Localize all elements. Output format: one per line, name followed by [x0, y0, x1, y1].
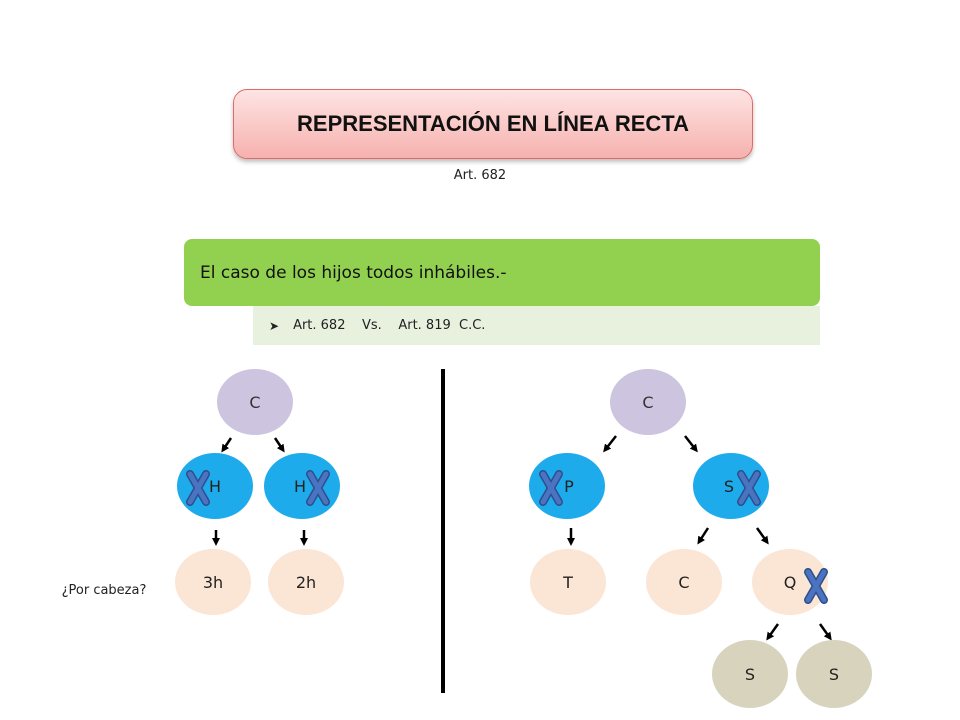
right-root-label: C	[642, 393, 653, 412]
cross-icon	[306, 470, 330, 506]
left-child-2-node: H	[264, 453, 340, 519]
title-banner: REPRESENTACIÓN EN LÍNEA RECTA	[233, 89, 753, 159]
right-child-p-label: P	[564, 477, 574, 496]
right-gg-2-node: S	[796, 640, 872, 708]
cross-icon	[539, 470, 563, 506]
case-bullet-box: ➤ Art. 682 Vs. Art. 819 C.C.	[253, 306, 820, 345]
right-gg-1-label: S	[745, 665, 755, 684]
right-gg-1-node: S	[712, 640, 788, 708]
question-label: ¿Por cabeza?	[62, 583, 147, 598]
case-heading: El caso de los hijos todos inhábiles.-	[200, 262, 507, 283]
case-bullet: Art. 682 Vs. Art. 819 C.C.	[293, 318, 486, 333]
right-gg-2-label: S	[829, 665, 839, 684]
right-desc-c-label: C	[678, 573, 689, 592]
right-desc-q-node: Q	[752, 549, 828, 615]
cross-icon	[737, 470, 761, 506]
left-desc-2-node: 2h	[268, 549, 344, 615]
arrow-root-child-2	[273, 437, 285, 453]
right-desc-t-node: T	[530, 549, 606, 615]
arrow-s-c	[697, 527, 710, 545]
arrow-root-child-s	[684, 435, 698, 453]
arrow-q-s1	[766, 623, 780, 641]
left-root-node: C	[217, 369, 293, 435]
left-child-1-label: H	[209, 477, 221, 496]
arrow-root-child-1	[221, 437, 233, 453]
right-desc-c-node: C	[646, 549, 722, 615]
right-child-s-label: S	[724, 477, 734, 496]
arrow-bullet-icon: ➤	[269, 318, 280, 333]
left-desc-1-node: 3h	[175, 549, 251, 615]
right-desc-t-label: T	[562, 573, 573, 592]
cross-icon	[804, 568, 828, 604]
title-text: REPRESENTACIÓN EN LÍNEA RECTA	[297, 111, 689, 136]
arrow-s-q	[755, 527, 769, 545]
left-child-2-label: H	[294, 477, 306, 496]
right-desc-q-label: Q	[784, 573, 797, 592]
right-child-s-node: S	[693, 453, 769, 519]
left-child-1-node: H	[177, 453, 253, 519]
right-root-node: C	[610, 369, 686, 435]
left-desc-1-label: 3h	[203, 573, 223, 592]
cross-icon	[186, 470, 210, 506]
subtitle: Art. 682	[453, 168, 507, 183]
left-root-label: C	[249, 393, 260, 412]
arrow-q-s2	[818, 623, 832, 641]
case-heading-box: El caso de los hijos todos inhábiles.-	[184, 239, 820, 306]
arrow-root-child-p	[603, 435, 617, 453]
right-child-p-node: P	[529, 453, 605, 519]
left-desc-2-label: 2h	[296, 573, 316, 592]
